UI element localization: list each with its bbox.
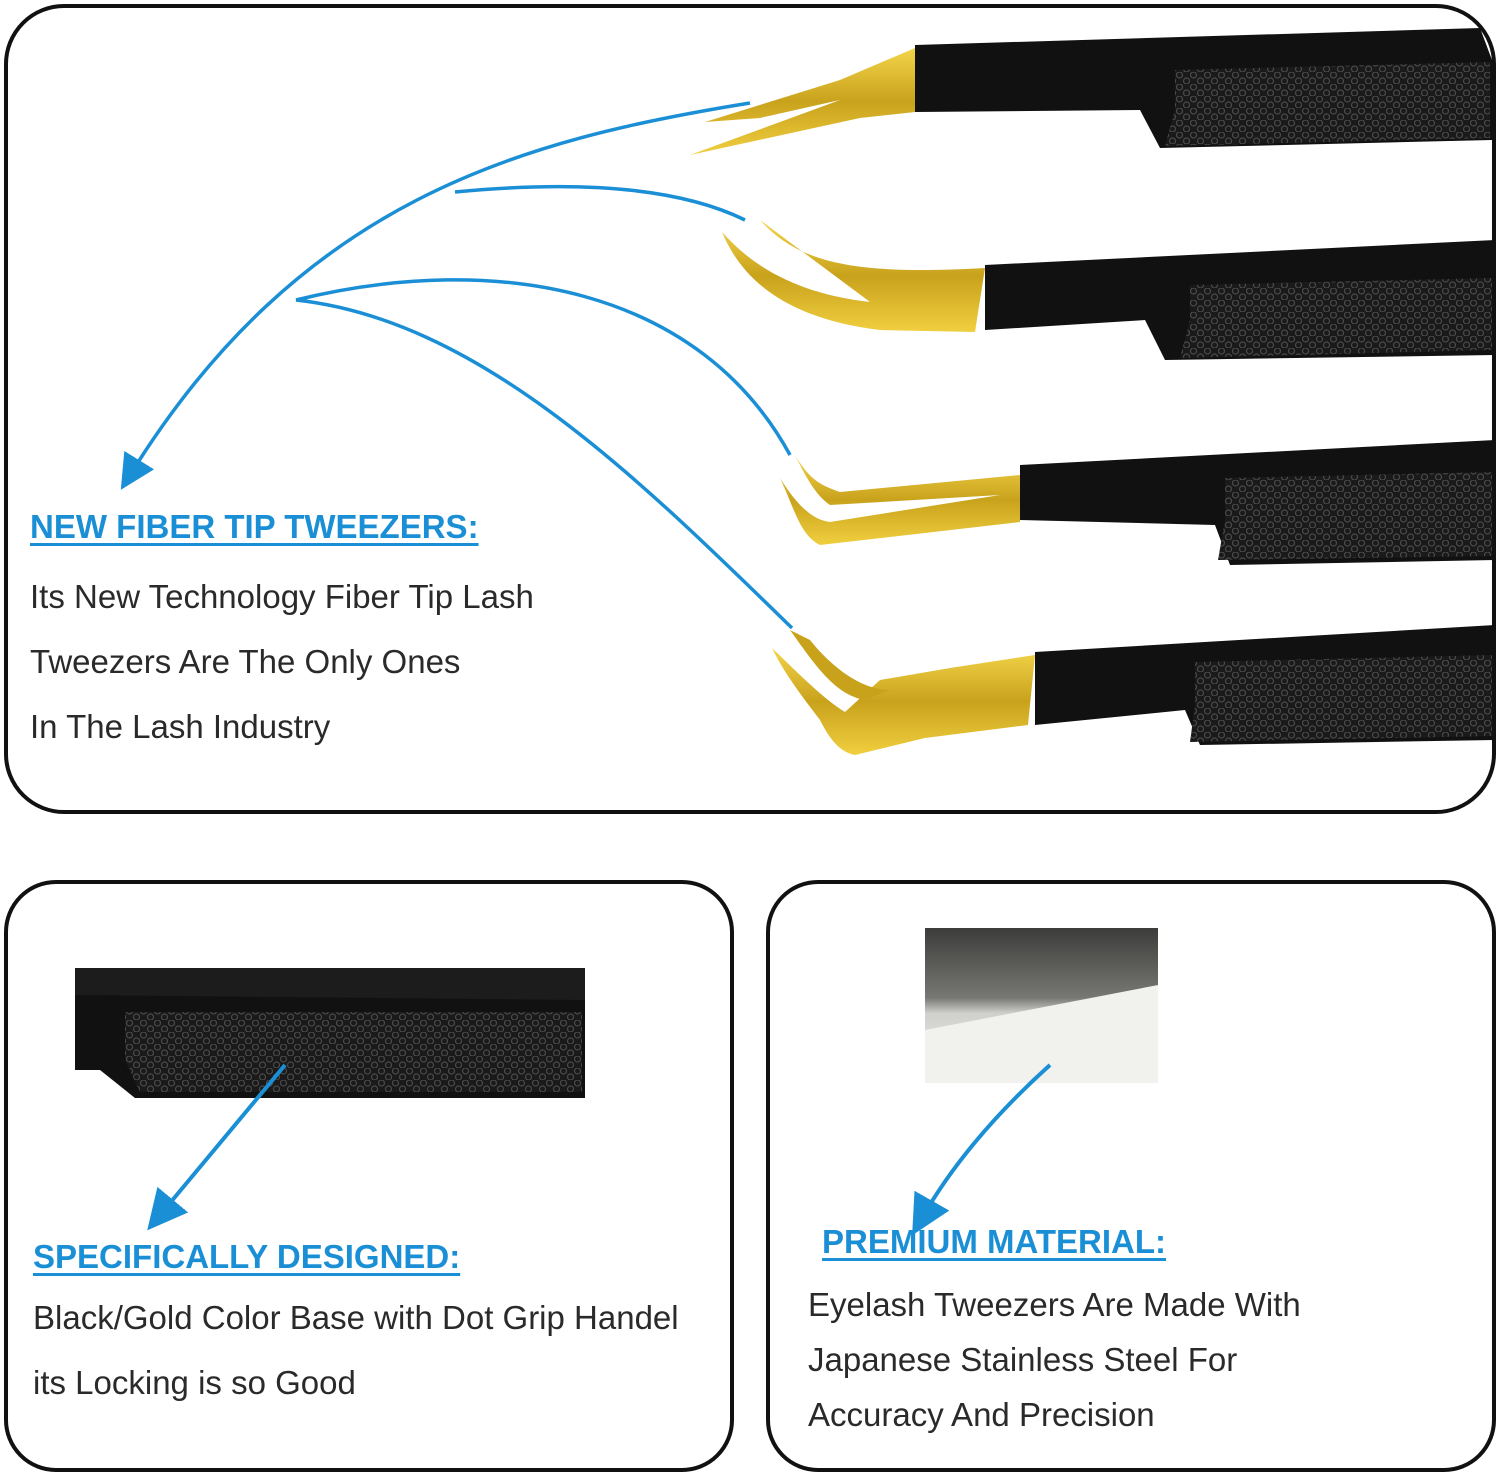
material-line-2: Japanese Stainless Steel For	[808, 1341, 1238, 1378]
material-line-1: Eyelash Tweezers Are Made With	[808, 1286, 1301, 1323]
design-line-2: its Locking is so Good	[33, 1364, 356, 1401]
fiber-tip-line-2: Tweezers Are The Only Ones	[30, 643, 461, 680]
fiber-tip-line-3: In The Lash Industry	[30, 708, 331, 745]
fiber-tip-line-1: Its New Technology Fiber Tip Lash	[30, 578, 534, 615]
design-line-1: Black/Gold Color Base with Dot Grip Hand…	[33, 1299, 679, 1336]
tweezer-angled-fiber	[780, 440, 1495, 565]
fiber-tip-heading: NEW FIBER TIP TWEEZERS:	[30, 508, 479, 545]
callout-arrows	[120, 101, 794, 630]
material-line-3: Accuracy And Precision	[808, 1396, 1155, 1433]
tweezer-straight-fiber	[690, 28, 1492, 155]
tweezer-l-shape-fiber	[772, 625, 1495, 755]
material-heading: PREMIUM MATERIAL:	[822, 1223, 1167, 1260]
tweezer-curved-fiber	[722, 220, 1495, 360]
design-heading: SPECIFICALLY DESIGNED:	[33, 1238, 461, 1275]
steel-sample-closeup	[912, 928, 1158, 1236]
grip-handle-closeup	[75, 968, 585, 1231]
